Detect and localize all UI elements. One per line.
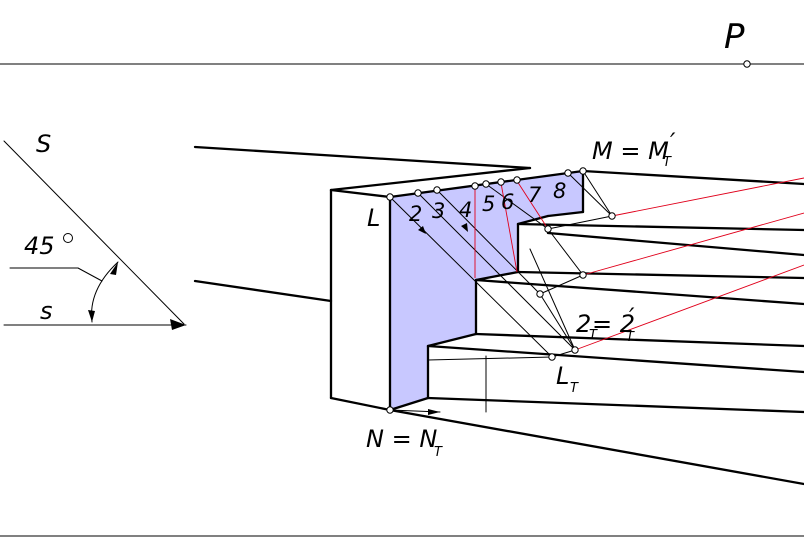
point-lt-label: L T bbox=[556, 362, 579, 396]
svg-text:L: L bbox=[556, 362, 569, 390]
construction-points bbox=[63, 60, 751, 414]
background-wall-lines bbox=[193, 145, 532, 303]
svg-text:T: T bbox=[663, 155, 672, 170]
svg-text:T: T bbox=[434, 445, 443, 460]
svg-text:2: 2 bbox=[576, 310, 591, 338]
red-projection-lines bbox=[474, 177, 804, 351]
ray-construction bbox=[3, 140, 187, 330]
step-number-7: 7 bbox=[528, 183, 542, 207]
point-n-label: N = N T bbox=[366, 425, 443, 460]
svg-text:T: T bbox=[570, 381, 579, 396]
ray-projection-label: s bbox=[40, 297, 53, 325]
step-number-2: 2 bbox=[409, 202, 422, 226]
step-number-4: 4 bbox=[459, 198, 472, 222]
step-number-5: 5 bbox=[482, 192, 495, 216]
angle-label: 45 bbox=[24, 232, 55, 260]
svg-text:′: ′ bbox=[629, 303, 635, 331]
point-l-label: L bbox=[367, 204, 380, 232]
step-number-6: 6 bbox=[501, 190, 514, 214]
point-m-label: M = M ′ T bbox=[592, 128, 676, 170]
svg-text:′: ′ bbox=[670, 128, 676, 156]
step-number-3: 3 bbox=[432, 199, 445, 223]
point-2t-label: 2 T = 2 ′ T bbox=[576, 303, 635, 345]
plane-label: P bbox=[724, 17, 745, 57]
svg-text:M = M: M = M bbox=[592, 137, 669, 165]
shadow-region bbox=[390, 171, 583, 410]
step-number-8: 8 bbox=[553, 179, 566, 203]
svg-text:N = N: N = N bbox=[366, 425, 437, 453]
ray-label: S bbox=[36, 130, 51, 158]
construction-lines bbox=[389, 170, 613, 415]
svg-text:T: T bbox=[589, 328, 598, 343]
svg-text:T: T bbox=[626, 330, 635, 345]
svg-text:= 2: = 2 bbox=[592, 310, 635, 338]
